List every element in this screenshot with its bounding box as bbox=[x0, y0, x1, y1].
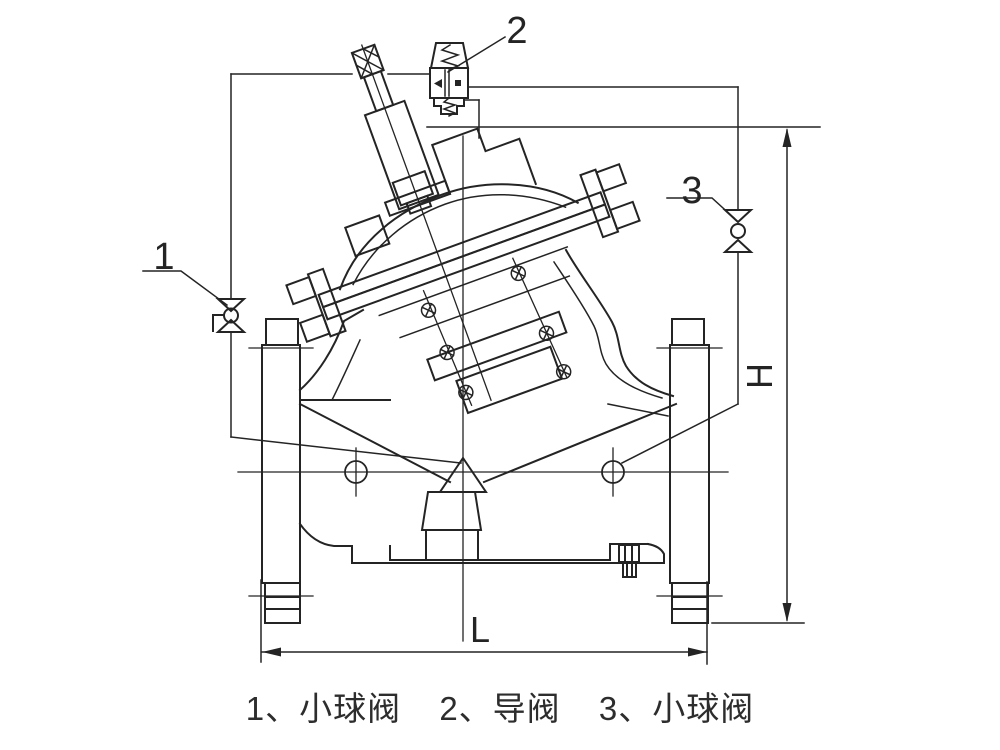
drain-plug bbox=[618, 544, 640, 578]
pilot-valve-symbol bbox=[429, 42, 470, 118]
pilot-tubing bbox=[230, 73, 740, 465]
part-label-leaders bbox=[142, 35, 736, 307]
ball-valve-3-symbol bbox=[722, 209, 754, 253]
part-label-2: 2 bbox=[506, 10, 527, 52]
diaphragm-actuator bbox=[285, 43, 641, 415]
dimension-L-label: L bbox=[470, 609, 490, 650]
stud-bolt-markers bbox=[420, 265, 572, 401]
valve-body bbox=[261, 248, 710, 624]
part-label-1: 1 bbox=[153, 236, 174, 278]
ball-valve-1-symbol bbox=[212, 298, 247, 333]
legend-item: 3、小球阀 bbox=[598, 690, 755, 727]
legend-item: 2、导阀 bbox=[439, 690, 561, 727]
legend-caption: 1、小球阀 2、导阀 3、小球阀 bbox=[0, 682, 1000, 730]
dimension-annotations bbox=[260, 126, 821, 665]
legend-item: 1、小球阀 bbox=[245, 690, 402, 727]
centerlines bbox=[237, 135, 729, 642]
dimension-H-label: H bbox=[739, 363, 780, 389]
part-label-3: 3 bbox=[681, 170, 702, 212]
